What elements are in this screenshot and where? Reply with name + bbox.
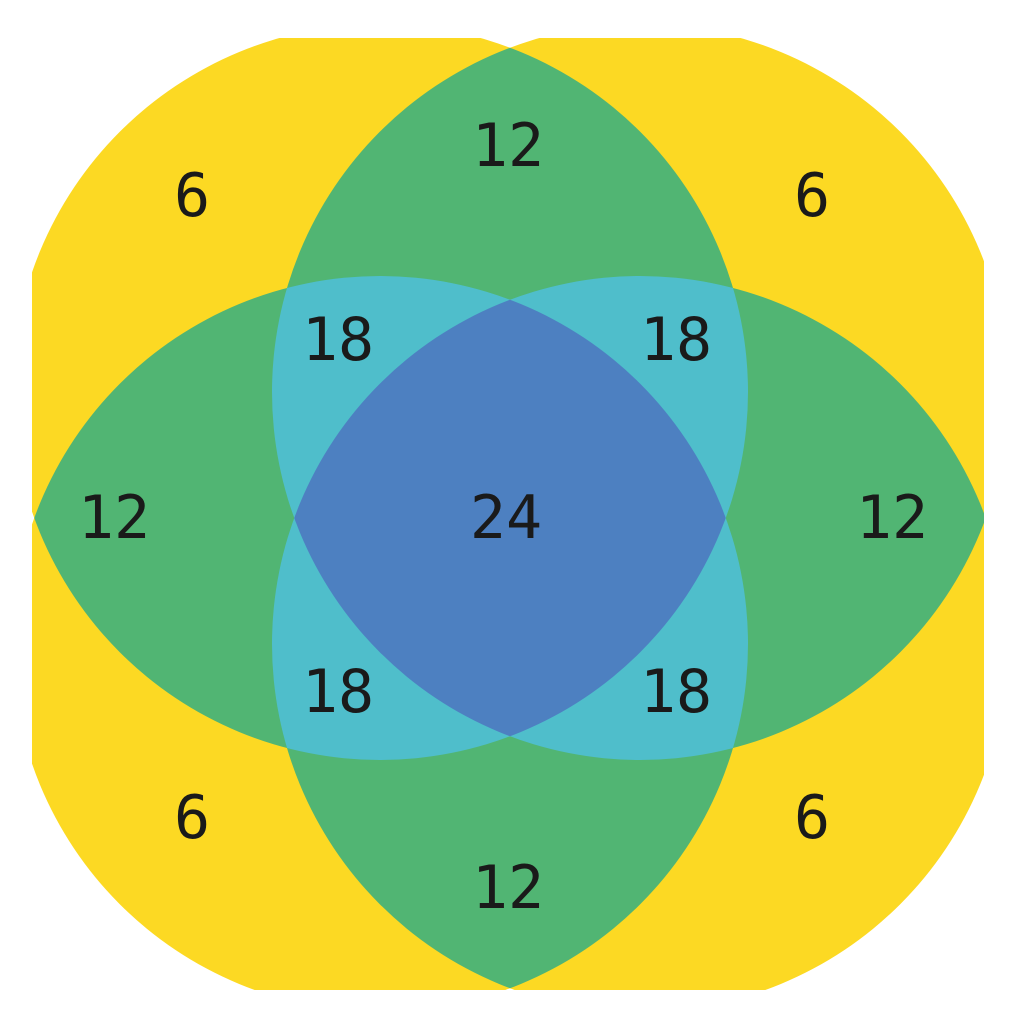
label-lens-right: 12 [856,483,928,553]
label-corner-bottom-left: 6 [174,783,210,853]
label-corner-top-right: 6 [794,161,830,231]
label-triple-bottom-left: 18 [302,657,374,727]
label-lens-top: 12 [472,111,544,181]
label-triple-bottom-right: 18 [640,657,712,727]
four-circle-fill [272,276,748,760]
label-triple-top-right: 18 [640,305,712,375]
label-triple-top-left: 18 [302,305,374,375]
label-lens-left: 12 [78,483,150,553]
label-corner-top-left: 6 [174,161,210,231]
region-labels: 6 6 6 6 12 12 12 12 18 18 18 18 24 [78,111,928,923]
label-center: 24 [470,483,542,553]
label-lens-bottom: 12 [472,853,544,923]
circles-group [32,38,984,990]
label-corner-bottom-right: 6 [794,783,830,853]
